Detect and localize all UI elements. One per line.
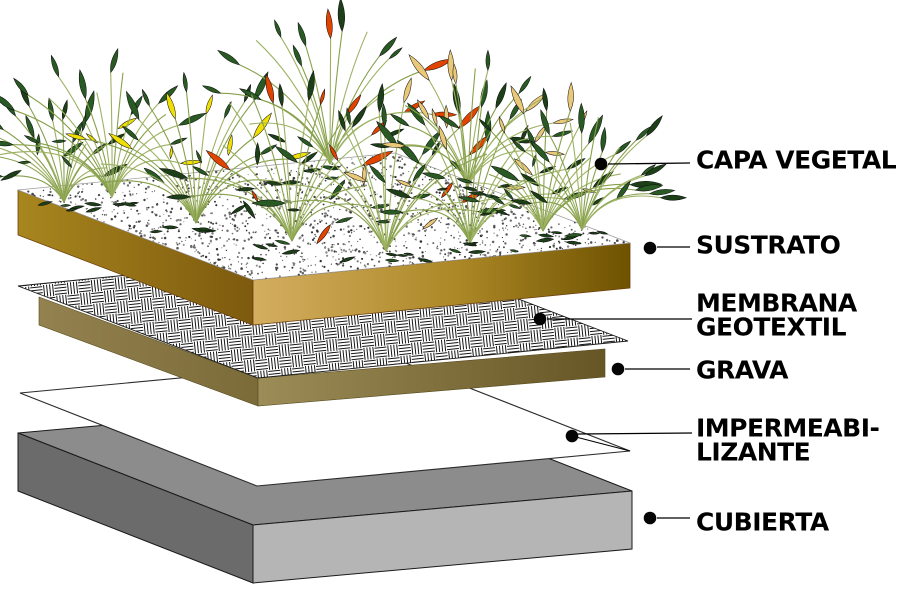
leader-line-capa-vegetal [607, 162, 691, 165]
plant-tuft [369, 49, 574, 199]
leader-dot-sustrato [643, 241, 657, 255]
leader-dot-impermeabilizante [565, 429, 579, 443]
grava-layer-shape [38, 296, 606, 407]
plant-tuft [0, 47, 207, 207]
leader-lines [533, 157, 693, 525]
leader-connector-impermeabilizante [571, 435, 631, 452]
leader-line-impermeabilizante [577, 432, 693, 435]
plant-tuft [65, 71, 312, 233]
leader-dot-grava [611, 362, 625, 376]
leader-dot-membrana-geotextil [533, 312, 547, 326]
plant-tuft [490, 102, 687, 243]
leader-dot-capa-vegetal [594, 157, 608, 171]
substrate-speckle-texture [27, 154, 625, 280]
leader-dot-cubierta [643, 511, 657, 525]
plant-tuft [201, 0, 458, 173]
capa-vegetal-plants [0, 0, 687, 263]
plant-tuft [158, 70, 394, 255]
